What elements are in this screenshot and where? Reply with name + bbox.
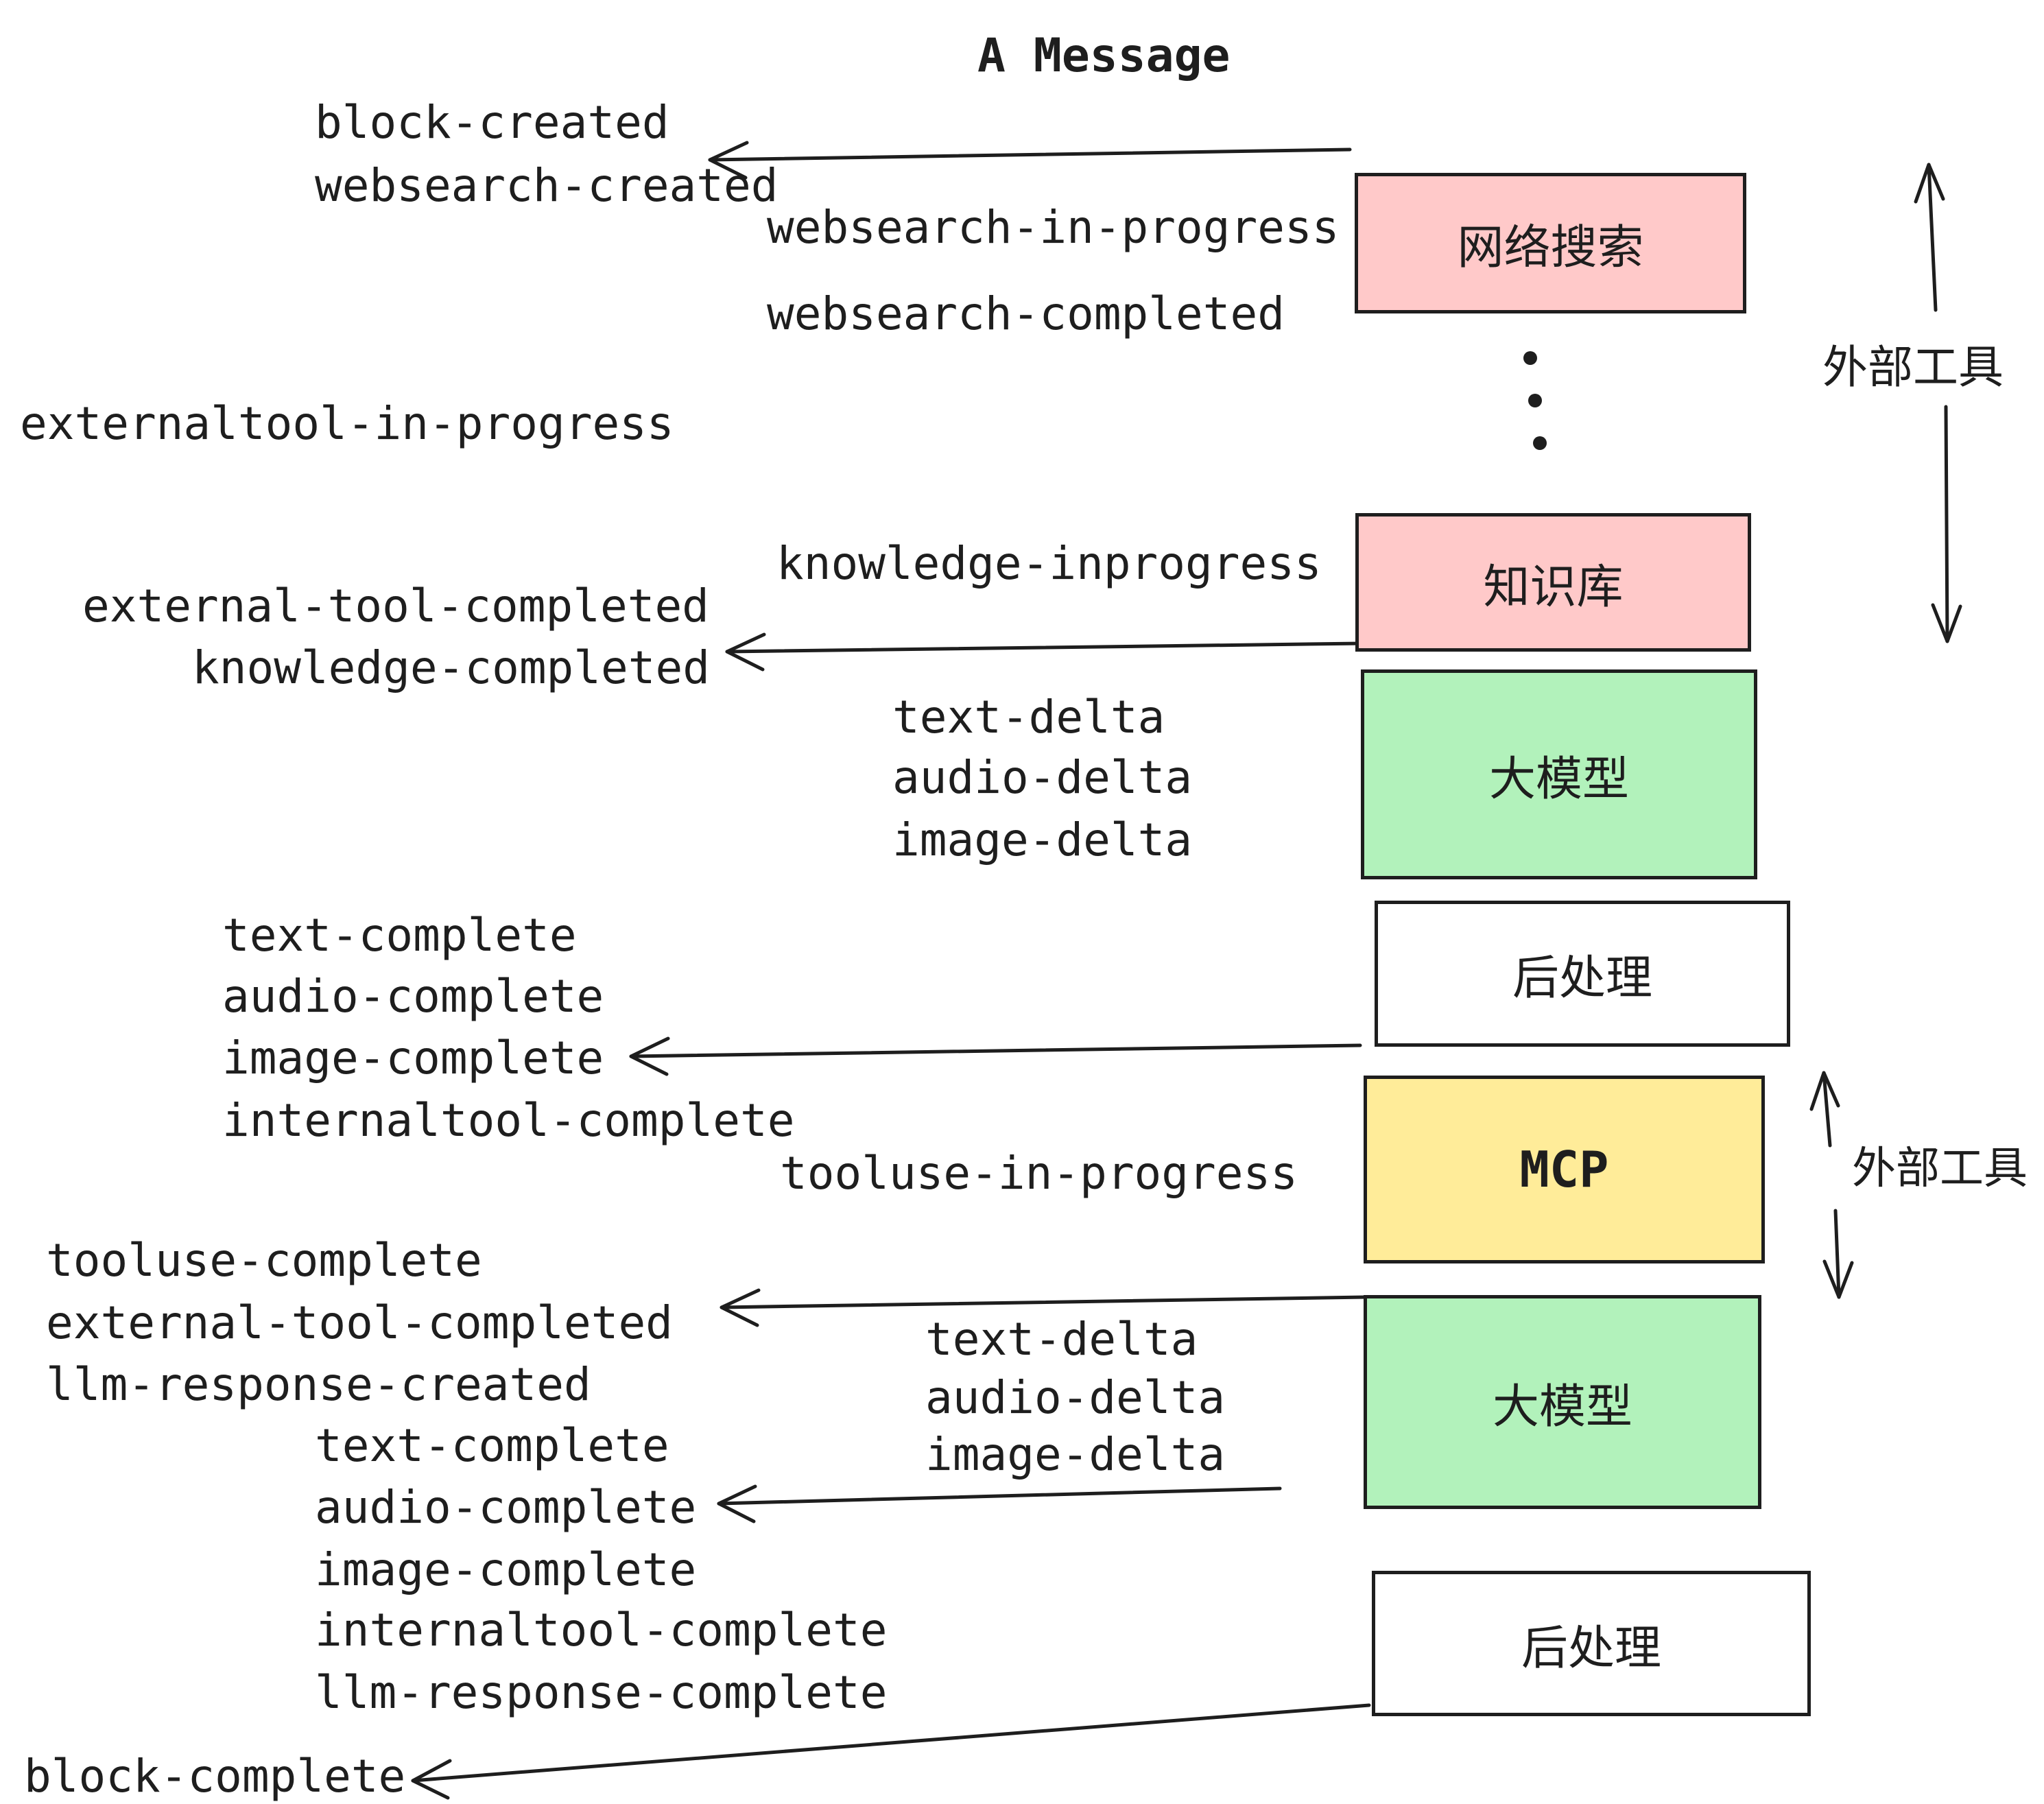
event-audio-delta-2: audio-delta [925,1371,1226,1424]
event-text-complete-1: text-complete [222,909,577,962]
external-tools-down-arrow [1931,405,1962,643]
event-externaltool-in-progress: externaltool-in-progress [20,397,674,450]
box-postprocess-1: 后处理 [1375,901,1790,1047]
event-external-tool-completed-2: external-tool-completed [46,1296,673,1349]
event-audio-complete-1: audio-complete [222,970,604,1023]
box-postprocess-1-label: 后处理 [1512,952,1652,1004]
box-knowledge: 知识库 [1355,513,1751,652]
event-image-complete-2: image-complete [315,1543,697,1596]
event-websearch-completed: websearch-completed [767,287,1285,340]
event-image-complete-1: image-complete [222,1032,604,1084]
box-mcp-label: MCP [1519,1141,1609,1198]
event-internaltool-complete-2: internaltool-complete [315,1604,888,1657]
external-tools-annotation-2: 外部工具 [1852,1143,2028,1193]
event-image-delta-2: image-delta [925,1428,1226,1481]
event-knowledge-completed: knowledge-completed [192,641,710,694]
event-knowledge-inprogress: knowledge-inprogress [776,537,1322,590]
event-text-complete-2: text-complete [315,1419,669,1472]
arrow-to-websearch-created [708,141,1352,180]
box-llm-1-label: 大模型 [1488,752,1629,805]
box-postprocess-2-label: 后处理 [1521,1622,1661,1674]
event-image-delta-1: image-delta [892,814,1193,866]
diagram-title: A Message [977,29,1231,83]
box-websearch-label: 网络搜索 [1457,222,1644,274]
event-websearch-created: websearch-created [315,159,779,212]
event-text-delta-2: text-delta [925,1313,1198,1366]
event-audio-delta-1: audio-delta [892,751,1193,804]
arrow-to-image-complete-1 [629,1036,1362,1076]
event-audio-complete-2: audio-complete [315,1481,697,1534]
arrow-to-external-tool-completed-2 [720,1288,1368,1327]
box-knowledge-label: 知识库 [1483,560,1624,613]
event-block-created: block-created [315,96,669,149]
mcp-external-tools-down-arrow [1822,1209,1854,1299]
box-llm-2-label: 大模型 [1492,1380,1632,1433]
external-tools-up-arrow [1914,163,1945,312]
box-llm-1: 大模型 [1361,669,1757,879]
event-llm-response-complete: llm-response-complete [315,1666,888,1719]
arrow-to-knowledge-completed [725,632,1364,672]
event-block-complete: block-complete [24,1750,406,1803]
box-websearch: 网络搜索 [1355,173,1746,313]
event-internaltool-complete-1: internaltool-complete [222,1094,795,1147]
arrow-to-audio-complete-2 [717,1484,1282,1523]
external-tools-annotation-1: 外部工具 [1822,342,2004,392]
event-text-delta-1: text-delta [892,691,1165,744]
box-llm-2: 大模型 [1364,1295,1761,1509]
arrow-to-block-complete [411,1703,1371,1800]
box-mcp: MCP [1364,1076,1765,1263]
event-tooluse-complete: tooluse-complete [46,1234,482,1287]
mcp-external-tools-up-arrow [1809,1071,1840,1148]
event-external-tool-completed-1: external-tool-completed [82,580,709,632]
event-llm-response-created: llm-response-created [46,1358,591,1411]
box-postprocess-2: 后处理 [1372,1571,1811,1716]
event-websearch-in-progress: websearch-in-progress [767,201,1340,254]
event-tooluse-in-progress: tooluse-in-progress [780,1147,1298,1200]
ellipsis-dots [1523,351,1547,450]
